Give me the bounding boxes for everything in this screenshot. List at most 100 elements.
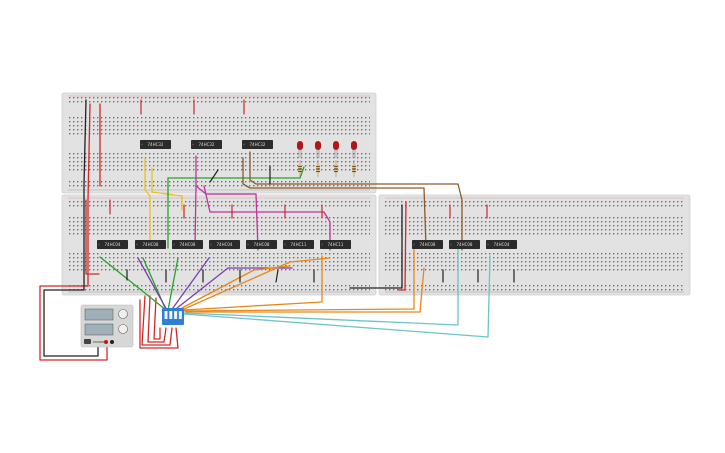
ic-chip[interactable]: 74HC32 xyxy=(140,140,171,149)
terminal-strip-lower xyxy=(68,151,370,171)
ic-chip-body xyxy=(140,140,171,149)
power-rail-top xyxy=(385,199,684,207)
jumper-wire[interactable] xyxy=(167,257,179,311)
terminal-strip-upper xyxy=(385,217,684,237)
resistor[interactable] xyxy=(316,160,320,177)
dip-switch-slot[interactable] xyxy=(164,311,168,319)
ic-chip-label: 74HC04 xyxy=(105,242,121,247)
dip-switch-slot[interactable] xyxy=(178,311,182,319)
ic-chip-label: 74HC11 xyxy=(328,242,344,247)
ic-chip[interactable]: 74HC32 xyxy=(242,140,273,149)
ic-chip[interactable]: 74HC08 xyxy=(172,240,203,249)
ic-chip-label: 74HC04 xyxy=(217,242,233,247)
led[interactable] xyxy=(315,141,321,158)
jumper-wire[interactable] xyxy=(183,255,491,338)
jumper-wire[interactable] xyxy=(153,297,161,340)
jumper-wire[interactable] xyxy=(183,247,415,312)
positive-terminal[interactable] xyxy=(104,340,108,344)
power-supply-label: POWER xyxy=(93,340,104,344)
dip-switch-toggle[interactable] xyxy=(179,311,182,315)
jumper-wire[interactable] xyxy=(242,157,427,249)
voltage-knob[interactable] xyxy=(118,309,128,319)
jumper-wire[interactable] xyxy=(183,247,459,326)
ic-chip-body xyxy=(449,240,480,249)
ic-chip[interactable]: 74HC04 xyxy=(97,240,128,249)
jumper-wire[interactable] xyxy=(181,257,331,311)
jumper-wire[interactable] xyxy=(397,201,407,291)
resistor-band xyxy=(352,171,356,172)
ic-chip[interactable]: 74HC08 xyxy=(412,240,443,249)
ic-chip-body xyxy=(191,140,222,149)
negative-terminal[interactable] xyxy=(110,340,114,344)
power-switch[interactable] xyxy=(84,339,91,344)
ic-chip-label: 74HC08 xyxy=(254,242,270,247)
power-rail-top xyxy=(68,199,370,207)
jumper-wire[interactable] xyxy=(194,185,197,249)
led[interactable] xyxy=(333,141,339,158)
jumper-wire[interactable] xyxy=(137,257,169,313)
jumper-wire[interactable] xyxy=(169,257,210,313)
jumper-wire[interactable] xyxy=(144,157,151,249)
resistor[interactable] xyxy=(352,160,356,177)
resistor[interactable] xyxy=(298,160,302,177)
dip-switch-toggle[interactable] xyxy=(174,311,177,315)
jumper-wire[interactable] xyxy=(203,185,331,251)
resistor-band xyxy=(316,166,320,167)
dip-switch-toggle[interactable] xyxy=(169,311,172,315)
led-body xyxy=(315,141,321,150)
ic-chip-label: 74HC08 xyxy=(180,242,196,247)
resistor[interactable] xyxy=(334,160,338,177)
ic-chip[interactable]: 74HC08 xyxy=(135,240,166,249)
jumper-wire[interactable] xyxy=(141,295,173,346)
resistor-band xyxy=(334,166,338,167)
current-knob[interactable] xyxy=(118,324,128,334)
jumper-wire[interactable] xyxy=(147,295,167,343)
jumper-wire[interactable] xyxy=(183,255,323,311)
jumper-wire[interactable] xyxy=(185,267,425,313)
ic-chip-notch xyxy=(487,243,489,246)
ic-chip-label: 74HC04 xyxy=(494,242,510,247)
ic-chip[interactable]: 74HC11 xyxy=(320,240,351,249)
resistor-band xyxy=(352,168,356,170)
jumper-wire[interactable] xyxy=(99,256,167,311)
ic-chip-notch xyxy=(321,243,323,246)
resistor-band xyxy=(298,166,302,167)
jumper-wire-short[interactable] xyxy=(275,269,279,283)
ic-chip[interactable]: 74HC08 xyxy=(449,240,480,249)
ic-chip-notch xyxy=(247,243,249,246)
ic-chip[interactable]: 74HC04 xyxy=(209,240,240,249)
breadboard-bottom-right[interactable] xyxy=(378,194,691,296)
ic-chip[interactable]: 74HC08 xyxy=(246,240,277,249)
jumper-wire[interactable] xyxy=(151,167,183,211)
power-supply[interactable]: POWER xyxy=(80,304,134,348)
ic-chip-label: 74HC08 xyxy=(457,242,473,247)
power-rail-bottom xyxy=(385,283,684,291)
led[interactable] xyxy=(351,141,357,158)
led-body xyxy=(297,141,303,150)
led[interactable] xyxy=(297,141,303,158)
terminal-strip-lower xyxy=(68,253,370,273)
ic-chip-body xyxy=(242,140,273,149)
dip-switch-slot[interactable] xyxy=(169,311,173,319)
ic-chip[interactable]: 74HC11 xyxy=(283,240,314,249)
ic-chip-notch xyxy=(136,243,138,246)
dip-switch-toggle[interactable] xyxy=(164,311,168,315)
terminal-strip-lower xyxy=(385,253,684,273)
ic-chip[interactable]: 74HC04 xyxy=(486,240,517,249)
jumper-wire-short[interactable] xyxy=(209,169,219,183)
resistor-band xyxy=(334,171,338,172)
led-body xyxy=(333,141,339,150)
dip-switch-slot[interactable] xyxy=(174,311,178,319)
ic-chip[interactable]: 74HC32 xyxy=(191,140,222,149)
jumper-wire[interactable] xyxy=(349,204,403,289)
jumper-wire[interactable] xyxy=(43,99,99,357)
jumper-wire[interactable] xyxy=(85,199,100,275)
ic-chip-notch xyxy=(243,143,245,146)
jumper-wire[interactable] xyxy=(139,299,179,349)
jumper-wire[interactable] xyxy=(39,103,108,361)
dip-switch[interactable] xyxy=(162,308,184,325)
ic-chip-body xyxy=(486,240,517,249)
ic-chip-label: 74HC32 xyxy=(250,142,266,147)
jumper-wire[interactable] xyxy=(249,151,463,251)
